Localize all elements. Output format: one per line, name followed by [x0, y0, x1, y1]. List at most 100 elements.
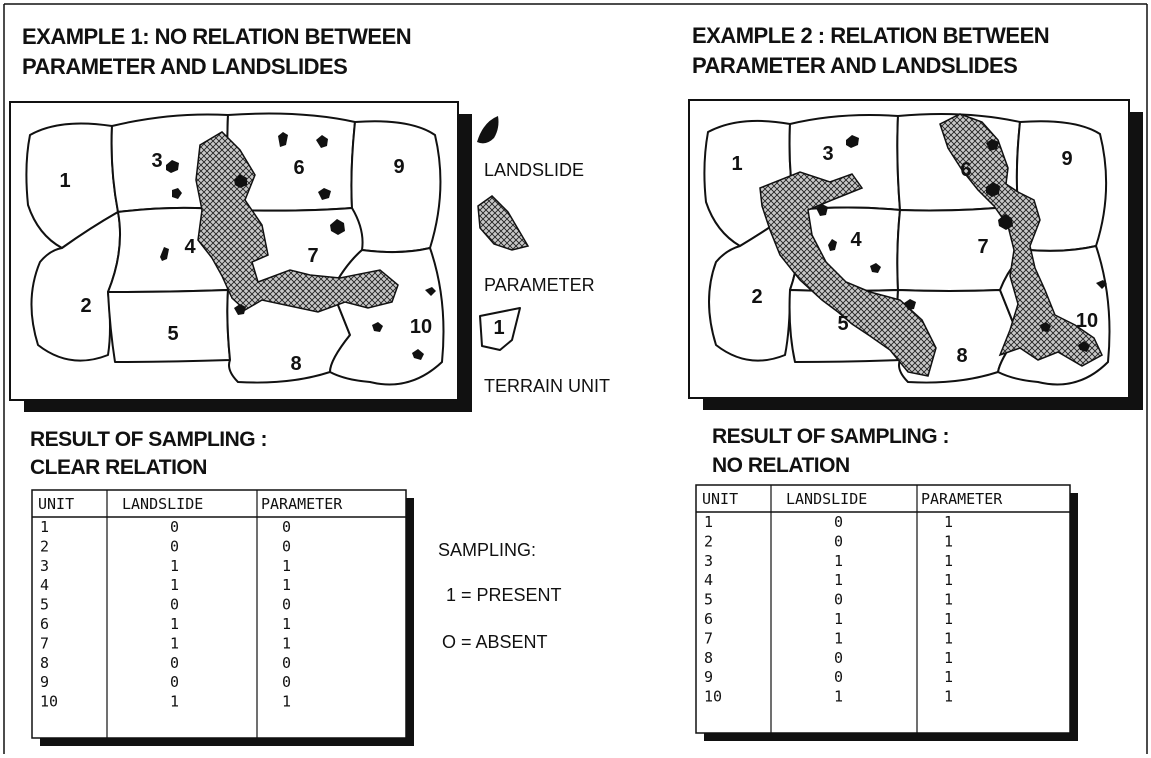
table-cell: 4	[704, 571, 713, 589]
table-cell: 0	[282, 596, 291, 614]
table-cell: 1	[944, 552, 953, 570]
table-header-cell: PARAMETER	[261, 495, 343, 513]
table-cell: 0	[834, 649, 843, 667]
sampling-title: SAMPLING:	[438, 540, 536, 560]
table-cell: 1	[170, 576, 179, 594]
table-cell: 10	[704, 688, 722, 706]
table-cell: 1	[282, 693, 291, 711]
table-cell: 1	[834, 571, 843, 589]
landslide-legend-icon	[477, 116, 499, 144]
table-cell: 5	[40, 596, 49, 614]
example2-unit-label: 1	[731, 153, 742, 175]
parameter-legend-label: PARAMETER	[484, 275, 595, 295]
table-cell: 2	[40, 537, 49, 555]
table-header-cell: UNIT	[702, 490, 738, 508]
table-cell: 1	[834, 629, 843, 647]
example2-unit-label: 9	[1061, 148, 1072, 170]
example1-unit-label: 2	[80, 295, 91, 317]
table-cell: 10	[40, 693, 58, 711]
table-header-cell: PARAMETER	[921, 490, 1003, 508]
example2-map: 1 2 3 4 5 6 7 8 9 10	[688, 99, 1143, 410]
table-cell: 1	[944, 688, 953, 706]
table-cell: 0	[282, 654, 291, 672]
example1-title-line2: PARAMETER AND LANDSLIDES	[22, 54, 347, 79]
table-cell: 0	[170, 537, 179, 555]
table-cell: 1	[944, 668, 953, 686]
example2-unit-label: 5	[837, 313, 848, 335]
example2-unit-label: 2	[751, 286, 762, 308]
example1-unit-label: 9	[393, 156, 404, 178]
table-cell: 0	[282, 518, 291, 536]
example1-unit-label: 3	[151, 150, 162, 172]
table-cell: 8	[40, 654, 49, 672]
example2-title-line2: PARAMETER AND LANDSLIDES	[692, 53, 1017, 78]
table-cell: 1	[170, 615, 179, 633]
table-cell: 0	[170, 673, 179, 691]
example2-unit-label: 3	[822, 143, 833, 165]
table-cell: 0	[170, 596, 179, 614]
landslide-legend-label: LANDSLIDE	[484, 160, 584, 180]
table-cell: 0	[282, 537, 291, 555]
table-cell: 0	[834, 513, 843, 531]
sampling-key: SAMPLING: 1 = PRESENT O = ABSENT	[438, 540, 562, 652]
table-cell: 1	[944, 649, 953, 667]
example2-table-headers: UNIT LANDSLIDE PARAMETER	[702, 490, 1003, 508]
terrain-unit-legend-icon	[479, 307, 521, 351]
legend: LANDSLIDE PARAMETER 1 TERRAIN UNIT	[477, 116, 610, 396]
example1-parameter-area	[195, 131, 399, 313]
table-cell: 1	[944, 591, 953, 609]
table-cell: 8	[704, 649, 713, 667]
example1-unit-label: 4	[184, 236, 196, 258]
example2-result-line1: RESULT OF SAMPLING :	[712, 425, 949, 448]
example2-unit-label: 6	[960, 159, 971, 181]
table-cell: 1	[944, 513, 953, 531]
example2-unit-label: 4	[850, 229, 862, 251]
table-cell: 9	[40, 673, 49, 691]
table-header-cell: LANDSLIDE	[786, 490, 867, 508]
table-cell: 0	[834, 668, 843, 686]
example1-title-line1: EXAMPLE 1: NO RELATION BETWEEN	[22, 24, 411, 49]
table-cell: 1	[170, 557, 179, 575]
table-cell: 0	[834, 591, 843, 609]
table-cell: 1	[944, 629, 953, 647]
table-cell: 1	[834, 552, 843, 570]
table-row: 7 1 1	[704, 629, 953, 647]
terrain-unit-legend-number: 1	[493, 317, 504, 339]
table-row: 2 0 0	[40, 537, 291, 555]
example1-unit-label: 5	[167, 323, 178, 345]
example1-unit-label: 1	[59, 170, 70, 192]
table-cell: 0	[170, 654, 179, 672]
example2-unit-label: 10	[1076, 310, 1098, 332]
table-cell: 1	[834, 610, 843, 628]
table-row: 5 0 1	[704, 591, 953, 609]
example1-unit-label: 7	[307, 245, 318, 267]
table-cell: 6	[704, 610, 713, 628]
table-cell: 1	[40, 518, 49, 536]
example2-unit-label: 7	[977, 236, 988, 258]
table-cell: 1	[170, 693, 179, 711]
example2-title-line1: EXAMPLE 2 : RELATION BETWEEN	[692, 23, 1049, 48]
example1-result-line2: CLEAR RELATION	[30, 456, 207, 479]
table-cell: 1	[944, 610, 953, 628]
example1-table-frame	[31, 489, 407, 739]
example1-unit-9	[350, 120, 442, 254]
table-cell: 5	[704, 591, 713, 609]
sampling-absent: O = ABSENT	[442, 632, 548, 652]
sampling-present: 1 = PRESENT	[446, 585, 562, 605]
parameter-legend-icon	[477, 195, 530, 251]
table-cell: 7	[704, 629, 713, 647]
example1-unit-label: 6	[293, 157, 304, 179]
example1-result-line1: RESULT OF SAMPLING :	[30, 428, 267, 451]
